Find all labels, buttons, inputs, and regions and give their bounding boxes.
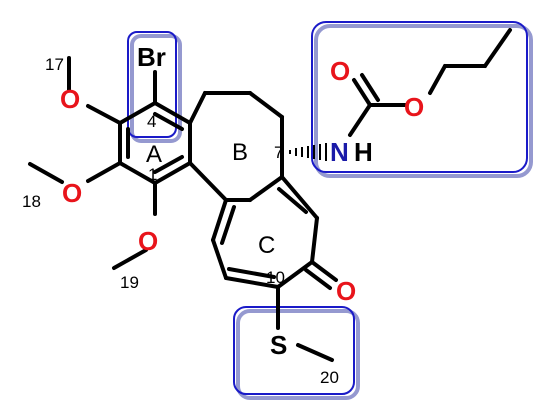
highlight-box-carbamate [311,21,533,178]
position-number-10: 10 [266,268,285,287]
bromine-atom: Br [137,42,166,72]
oxygen-atom-18: O [62,178,82,208]
position-number-1: 1 [148,165,157,184]
ring-label-c: C [258,232,275,259]
position-number-20: 20 [320,368,339,387]
sulfur-atom: S [270,330,287,360]
hashed-wedge-bond [289,143,327,161]
oxygen-atom-ketone: O [336,276,356,306]
oxygen-atom-19: O [138,226,158,256]
highlight-box-thiomethyl [233,306,360,400]
position-number-18: 18 [22,192,41,211]
position-number-17: 17 [45,55,64,74]
nitrogen-atom: N [330,137,349,167]
hydrogen-atom: H [354,137,373,167]
position-number-19: 19 [120,273,139,292]
bond-skeleton [28,28,512,362]
oxygen-atom-ester: O [404,92,424,122]
position-number-7: 7 [274,143,283,162]
highlight-box-bromine [127,31,182,143]
oxygen-atom-carbamate-carbonyl: O [330,56,350,86]
ring-label-a: A [146,141,162,168]
position-number-4: 4 [147,112,156,131]
oxygen-atom-17: O [60,84,80,114]
ring-label-b: B [232,139,248,166]
